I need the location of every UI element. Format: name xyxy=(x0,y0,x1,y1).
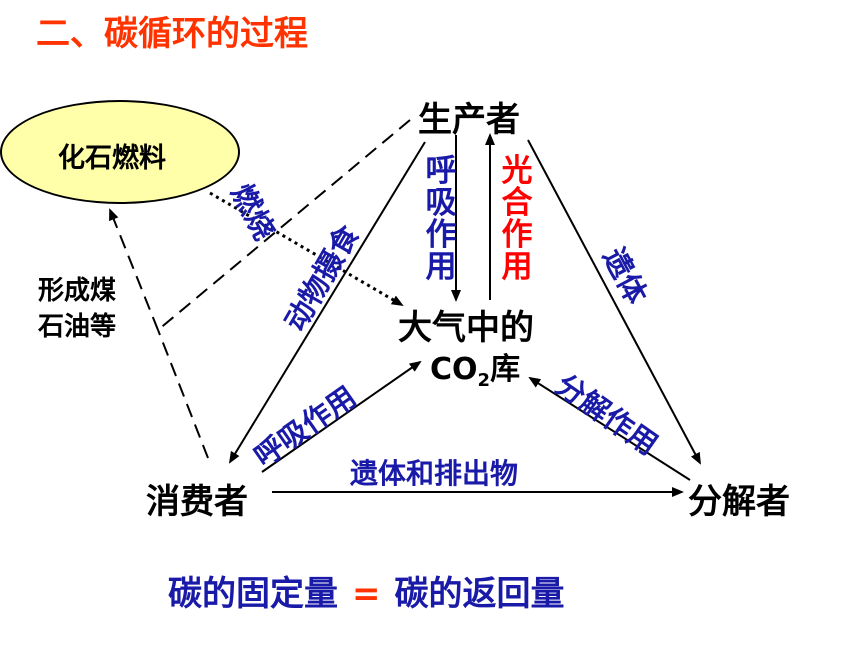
label-form-coal-line2: 石油等 xyxy=(38,312,117,342)
formula-right: 碳的返回量 xyxy=(394,574,565,614)
dashed-producer-link xyxy=(157,119,411,331)
arrow-producer-remains xyxy=(527,139,701,465)
label-form-coal-line1: 形成煤 xyxy=(38,276,117,306)
arrow-animal-feeding xyxy=(228,141,426,464)
carbon-balance-formula: 碳的固定量 = 碳的返回量 xyxy=(168,566,565,615)
label-respiration-producer: 呼吸作用 xyxy=(425,153,457,285)
arrow-consumer-respiration xyxy=(261,360,422,473)
atmosphere-node-co2: CO2库 xyxy=(430,344,520,391)
decomposer-node: 分解者 xyxy=(688,482,790,522)
formula-equals: = xyxy=(352,574,381,614)
formula-left: 碳的固定量 xyxy=(168,574,338,614)
label-remains-excreta: 遗体和排出物 xyxy=(350,457,519,490)
label-photosynthesis: 光合作用 xyxy=(501,153,533,285)
consumer-node: 消费者 xyxy=(146,482,248,522)
arrow-decomposition xyxy=(528,376,691,481)
fossil-fuel-ellipse xyxy=(0,100,240,204)
page-title: 二、碳循环的过程 xyxy=(36,14,308,54)
co2-text: CO xyxy=(430,352,478,387)
co2-subscript: 2 xyxy=(477,370,491,391)
co2-store-text: 库 xyxy=(490,352,521,387)
fossil-fuel-label: 化石燃料 xyxy=(58,143,166,174)
arrow-form-coal xyxy=(109,208,159,331)
atmosphere-node-line1: 大气中的 xyxy=(398,308,534,348)
dashed-consumer-link xyxy=(157,329,209,459)
arrow-combustion xyxy=(209,191,404,307)
producer-node: 生产者 xyxy=(418,100,520,140)
